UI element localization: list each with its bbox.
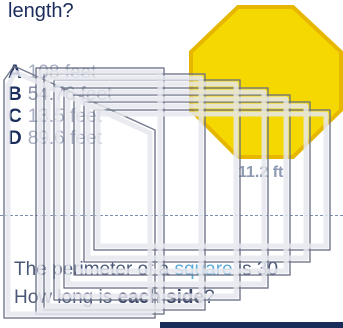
question-2: The perimeter of a square is 30 How long… bbox=[14, 256, 278, 312]
option-a-text: 108 feet bbox=[27, 62, 97, 83]
question-2-prefix: The perimeter of a bbox=[14, 259, 175, 280]
bottom-bar bbox=[160, 322, 343, 328]
octagon-shape bbox=[189, 5, 343, 159]
option-d-letter: D bbox=[8, 128, 22, 149]
option-b-letter: B bbox=[8, 84, 22, 105]
option-a-letter: A bbox=[8, 62, 22, 83]
question-1-title: length? bbox=[8, 0, 74, 22]
question-2-line-2-suffix: ? bbox=[204, 287, 215, 308]
question-2-line-2-bold: each side bbox=[117, 287, 205, 308]
question-2-line-2-prefix: How long is bbox=[14, 287, 118, 308]
question-2-line-1: The perimeter of a square is 30 bbox=[14, 256, 278, 284]
option-b-text: 54.76 feet bbox=[27, 84, 113, 105]
option-c-text: 13.5 feet bbox=[27, 106, 102, 127]
side-length-label: 11.2 ft bbox=[238, 164, 284, 181]
question-2-line-2: How long is each side? bbox=[14, 284, 278, 312]
question-2-suffix: is 30 bbox=[232, 259, 279, 280]
octagon-figure bbox=[188, 4, 343, 162]
option-c-letter: C bbox=[8, 106, 22, 127]
option-d-text: 89.6 feet bbox=[27, 128, 102, 149]
section-divider bbox=[0, 215, 343, 216]
question-2-highlight: square bbox=[174, 259, 233, 280]
